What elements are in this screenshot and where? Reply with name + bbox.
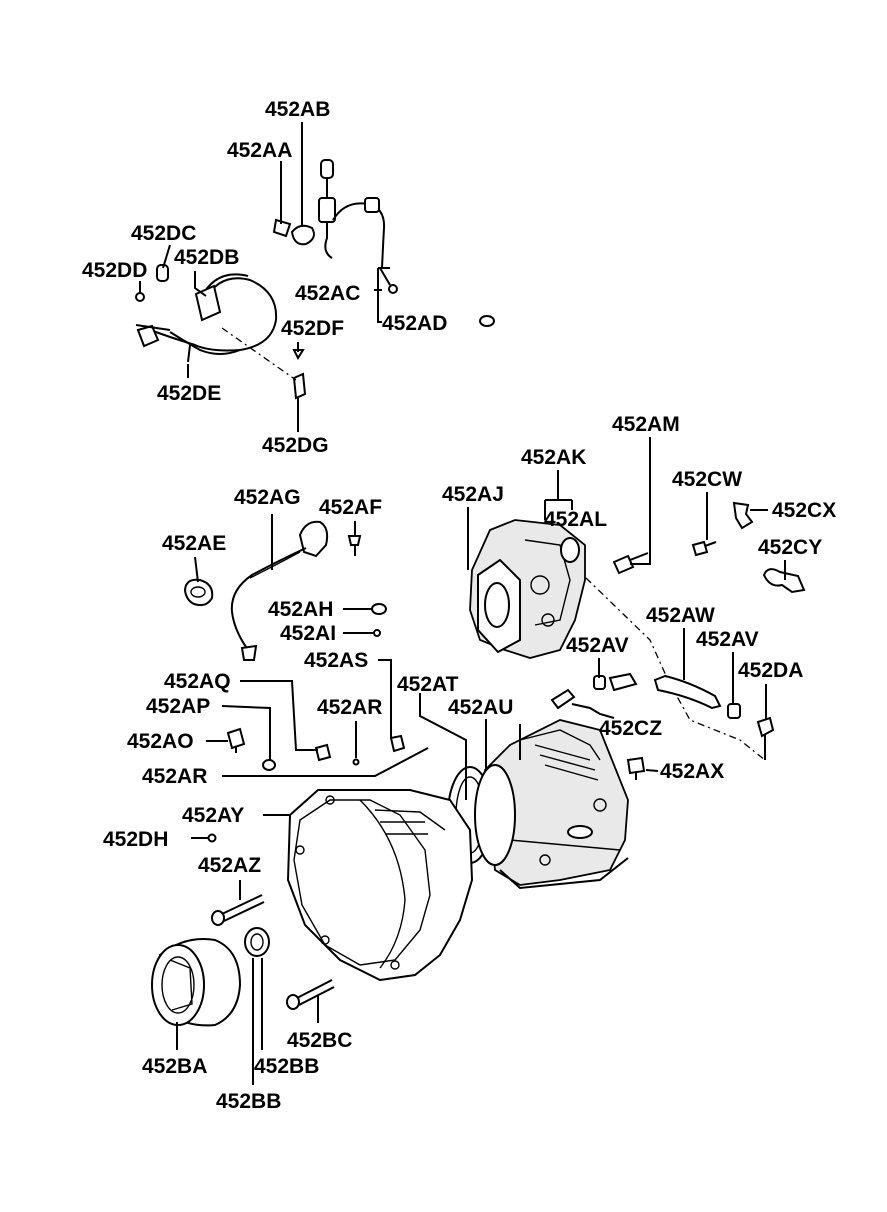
label-452at: 452AT [397,673,459,696]
bolt-452bc [286,979,335,1010]
part-labels: 452AB 452AA 452DC 452DD 452DB 452AC 452A… [82,98,836,1113]
label-452az: 452AZ [198,854,261,877]
label-452bb-1: 452BB [254,1055,319,1078]
bracket-452cx [732,501,754,530]
extension-housing-452aj [469,519,586,659]
label-452cy: 452CY [758,536,822,559]
label-452ad: 452AD [382,312,447,335]
bolt-452cw [691,540,717,557]
plug-452ao [226,727,246,753]
pipe-452cz [550,688,576,710]
label-452aj: 452AJ [442,483,504,506]
label-452am: 452AM [612,413,680,436]
hose-452aw [653,674,722,710]
clip-452dc [156,264,169,282]
label-452ac: 452AC [295,282,360,305]
hose-452av-short [608,672,638,692]
pin-452aq [314,743,332,762]
transmission-case-452au [484,719,629,890]
label-452ao: 452AO [127,730,194,753]
leader-lines [139,122,786,1085]
seal-452bb [244,927,270,957]
washer-452ap [262,759,276,771]
bolt-452dd [135,292,145,302]
label-452dc: 452DC [131,222,196,245]
label-452ay: 452AY [182,804,244,827]
label-452ah: 452AH [268,598,333,621]
label-452as: 452AS [304,649,368,672]
label-452ak: 452AK [521,446,586,469]
label-452ba: 452BA [142,1055,207,1078]
bolt-452af [347,535,362,556]
label-452cz: 452CZ [599,717,662,740]
label-452dd: 452DD [82,259,147,282]
label-452dg: 452DG [262,434,329,457]
converter-housing-452ay [286,789,474,982]
label-452bb-2: 452BB [216,1090,281,1113]
label-452db: 452DB [174,246,239,269]
torque-converter-452ba [151,938,242,1027]
bolt-452aa [272,218,292,238]
sensor-harness-452ag [230,520,329,661]
oring-452ad [479,315,495,327]
label-452de: 452DE [157,382,221,405]
label-452bc: 452BC [287,1029,352,1052]
fitting-452da [756,716,775,760]
clamp-452ae [183,578,214,607]
label-452af: 452AF [319,496,382,519]
label-452av-1: 452AV [566,634,629,657]
label-452ap: 452AP [146,695,210,718]
label-452ax: 452AX [660,760,724,783]
label-452au: 452AU [448,696,513,719]
sensor-452dg [292,372,307,408]
oring-452ah [371,603,387,615]
wiring-harness-452db [135,273,278,363]
label-452ar-2: 452AR [142,765,207,788]
label-452ag: 452AG [234,486,301,509]
bolt-452dh [207,833,217,843]
label-452ab: 452AB [265,98,330,121]
speed-sensor-cable [318,159,398,294]
drain-plug-452ax [626,756,646,780]
pin-452as [389,734,406,753]
label-452dh: 452DH [103,828,168,851]
label-452aq: 452AQ [164,670,231,693]
label-452da: 452DA [738,659,803,682]
assembly-line-top [221,327,297,381]
bolt-452az [211,894,265,926]
bracket-452ab [290,224,315,246]
bolt-452am [612,552,649,575]
label-452al: 452AL [544,508,607,531]
label-452cw: 452CW [672,468,742,491]
label-452ae: 452AE [162,532,226,555]
label-452aa: 452AA [227,139,292,162]
label-452av-2: 452AV [696,628,759,651]
ball-452ai [373,629,381,637]
label-452ar-1: 452AR [317,696,382,719]
bracket-452cy [762,568,806,594]
label-452df: 452DF [281,317,344,340]
spring-452ar [352,758,360,766]
label-452aw: 452AW [646,604,715,627]
assembly-line-right [585,577,766,761]
label-452cx: 452CX [772,499,836,522]
label-452ai: 452AI [280,622,336,645]
adapter-452au [474,764,516,866]
hose-clamp-452av-right [727,703,741,719]
